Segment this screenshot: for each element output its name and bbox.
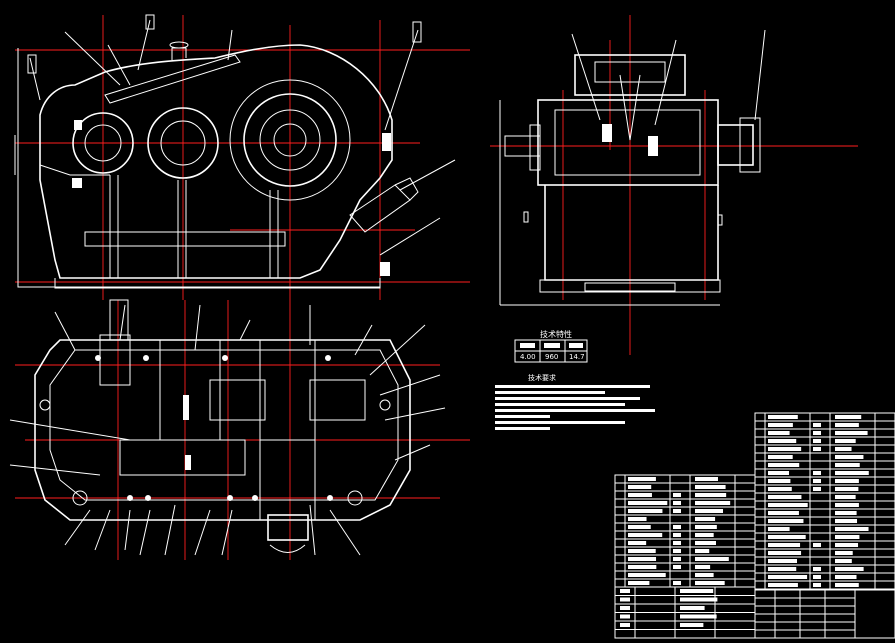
front-view — [14, 14, 470, 300]
tech-value-3: 14.7 — [569, 353, 585, 361]
tech-requirements: 技术要求 — [495, 373, 655, 430]
tech-requirements-title: 技术要求 — [528, 373, 556, 382]
tech-value-1: 4.00 — [520, 353, 536, 361]
tech-characteristics: 技术特性 4.00 960 14.7 — [514, 329, 588, 363]
tech-characteristics-title: 技术特性 — [540, 329, 572, 339]
top-view — [9, 299, 470, 560]
parts-list — [614, 412, 895, 639]
side-view — [490, 15, 858, 355]
tech-value-2: 960 — [545, 353, 558, 361]
